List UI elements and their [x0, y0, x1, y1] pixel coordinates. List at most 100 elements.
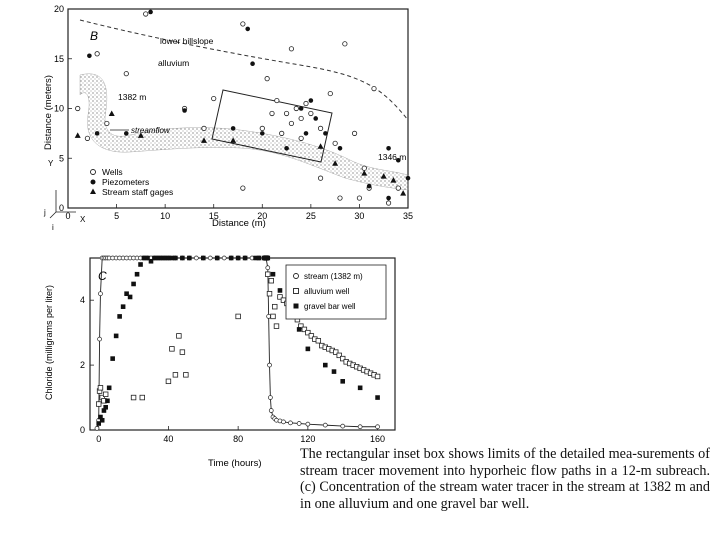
piezometer-marker	[405, 175, 411, 181]
glyph-y: Y	[48, 159, 54, 168]
alluvium-point	[374, 373, 381, 380]
alluvium-point	[273, 323, 280, 329]
gravel-point	[331, 369, 337, 374]
map-x-tick-label: 10	[160, 211, 170, 221]
glyph-i: i	[52, 223, 54, 232]
piezometer-marker	[245, 26, 251, 32]
orientation-glyph: Y X j i	[43, 159, 86, 232]
legend-gage-icon	[90, 188, 96, 194]
gage-marker	[201, 137, 207, 143]
map-marks	[74, 9, 411, 206]
chloride-chart-svg: C 040801201600246 Time (hours) Chloride …	[44, 230, 396, 469]
gravel-point	[187, 255, 192, 261]
map-x-axis-label: Distance (m)	[212, 218, 266, 229]
hillslope-boundary-line	[79, 19, 409, 121]
gravel-point	[131, 281, 136, 287]
glyph-j: j	[43, 208, 46, 217]
alluvium-point	[172, 372, 179, 378]
well-marker	[240, 21, 246, 27]
gravel-point	[265, 255, 271, 261]
legend-alluvium-icon	[293, 288, 299, 294]
piezometer-marker	[323, 131, 328, 136]
well-marker	[303, 100, 309, 107]
well-marker	[104, 120, 110, 127]
figure-caption: The rectangular inset box shows limits o…	[300, 446, 710, 512]
label-streamflow: streamflow	[131, 126, 171, 135]
gravel-point	[145, 255, 150, 261]
well-marker	[298, 115, 304, 122]
chart-marks	[94, 255, 381, 431]
well-marker	[371, 86, 377, 92]
stream-point	[268, 395, 273, 400]
piezometer-marker	[337, 146, 343, 151]
map-x-tick-label: 5	[114, 211, 119, 221]
stream-point	[375, 424, 380, 430]
stream-point	[265, 265, 271, 271]
legend-stream: stream (1382 m)	[304, 272, 363, 281]
piezometer-marker	[94, 131, 100, 136]
piezometer-marker	[386, 146, 391, 151]
legend-wells: Wells	[102, 167, 123, 177]
gravel-point	[138, 262, 143, 267]
gravel-point	[214, 255, 220, 261]
gravel-point	[169, 255, 175, 261]
alluvium-point	[340, 355, 346, 362]
map-y-tick-label: 5	[59, 153, 64, 163]
chart-x-tick-label: 0	[96, 434, 101, 444]
panel-letter-b: B	[90, 29, 98, 43]
well-marker	[264, 76, 270, 82]
map-x-tick-label: 0	[65, 211, 70, 221]
legend-stream-icon	[293, 273, 299, 279]
alluvium-point	[176, 333, 182, 339]
gravel-point	[173, 255, 178, 261]
stream-point	[267, 362, 272, 368]
gravel-point	[159, 255, 164, 261]
label-lower-hillslope: lower hillslope	[160, 36, 214, 46]
stream-point	[305, 421, 311, 427]
chart-legend: stream (1382 m) alluvium well gravel bar…	[285, 264, 387, 320]
well-marker	[327, 90, 333, 97]
label-1382m: 1382 m	[118, 92, 146, 102]
well-marker	[317, 175, 324, 181]
map-y-tick-label: 20	[54, 4, 64, 14]
piezometer-marker	[123, 131, 129, 136]
gravel-point	[322, 362, 328, 368]
gravel-point	[375, 395, 380, 400]
alluvium-point	[308, 333, 315, 339]
well-marker	[84, 135, 91, 141]
chart-x-tick-label: 80	[233, 434, 243, 444]
gage-marker	[230, 137, 237, 143]
well-marker	[94, 51, 100, 57]
alluvium-point	[179, 349, 186, 355]
piezometer-marker	[230, 126, 236, 131]
well-marker	[288, 120, 295, 127]
map-x-tick-label: 15	[209, 211, 219, 221]
alluvium-point	[277, 294, 283, 300]
site-map-panel: B lower hillslope alluvium streamflow 13…	[40, 0, 415, 240]
gravel-point	[200, 255, 206, 261]
well-marker	[395, 185, 401, 191]
alluvium-point	[305, 329, 311, 336]
gravel-point	[98, 414, 103, 420]
alluvium-point	[333, 349, 339, 355]
well-marker	[143, 11, 149, 17]
alluvium-point	[268, 278, 274, 284]
map-y-tick-label: 10	[54, 104, 64, 114]
well-marker	[201, 125, 207, 131]
gage-marker	[380, 173, 387, 179]
legend-gravel: gravel bar well	[304, 302, 356, 311]
stream-point	[266, 314, 271, 319]
gravel-point	[113, 333, 119, 339]
alluvium-point	[96, 401, 102, 407]
well-marker	[293, 105, 299, 112]
map-y-axis-label: Distance (meters)	[43, 75, 54, 150]
piezometer-marker	[259, 131, 265, 136]
legend-gages: Stream staff gages	[102, 187, 173, 197]
gravel-point	[105, 398, 110, 404]
legend-gravel-icon	[293, 303, 299, 309]
chart-ticks: 040801201600246	[80, 230, 385, 444]
alluvium-point	[130, 394, 137, 401]
gravel-point	[180, 255, 185, 261]
piezometer-marker	[395, 157, 401, 163]
well-marker	[283, 110, 290, 117]
